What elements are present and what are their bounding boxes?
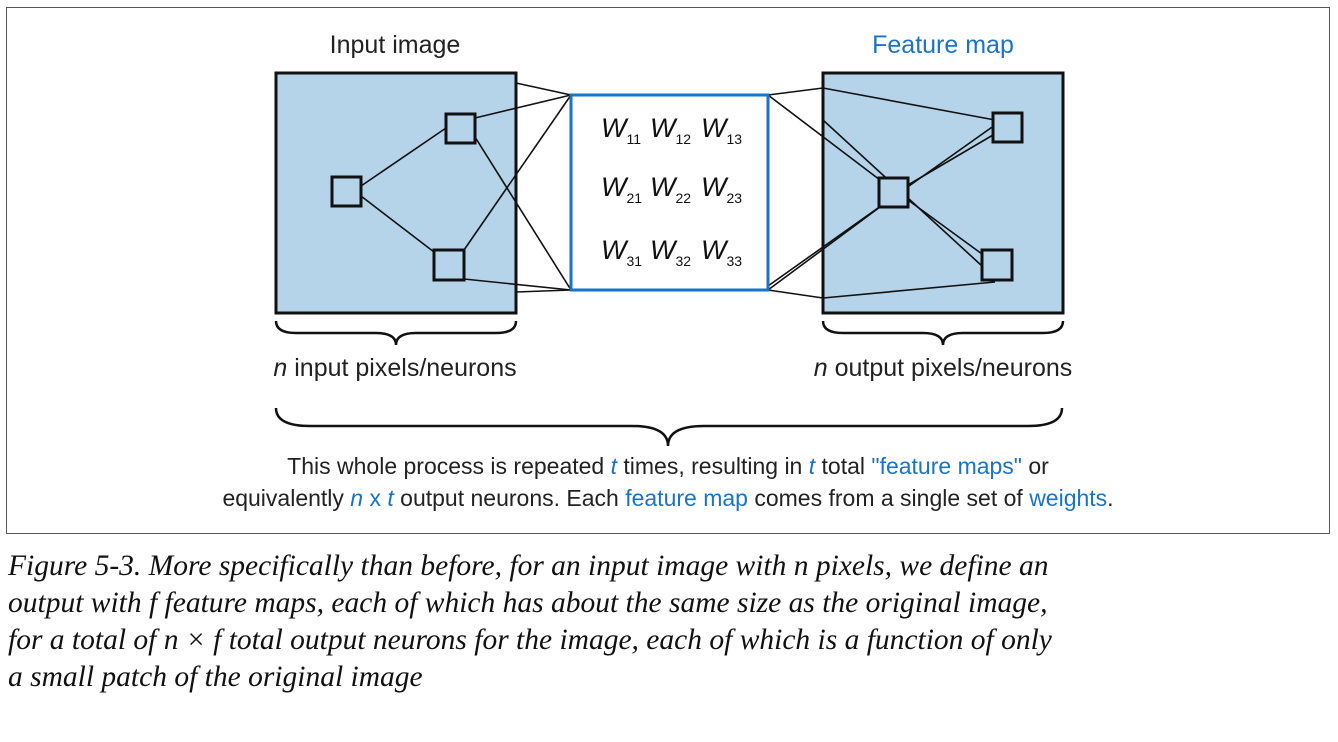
output-count-label: n output pixels/neurons <box>814 354 1073 382</box>
output-brace <box>821 320 1065 346</box>
caption-line-1: Figure 5-3. More specifically than befor… <box>8 550 1049 582</box>
kernel-weights-grid: W11 W12 W13 W21 W22 W23 W31 W32 W33 <box>601 113 742 269</box>
weight-w11: W11 <box>601 113 641 147</box>
output-neuron-top <box>991 111 1024 144</box>
weight-w33: W33 <box>701 235 742 269</box>
caption-line-3: for a total of n × f total output neuron… <box>8 624 1052 656</box>
total-brace <box>274 407 1064 447</box>
output-neuron-center <box>877 176 910 209</box>
input-pixel-left <box>330 175 363 208</box>
weight-w31: W31 <box>601 235 642 269</box>
input-brace <box>274 320 518 346</box>
feature-map-panel <box>821 71 1065 315</box>
caption-line-2: output with f feature maps, each of whic… <box>8 587 1048 619</box>
input-image-title: Input image <box>330 31 461 59</box>
input-image-panel <box>274 71 518 315</box>
feature-map-title: Feature map <box>872 31 1014 59</box>
explanation-line-1: This whole process is repeated t times, … <box>287 453 1049 479</box>
weight-w12: W12 <box>650 113 691 147</box>
weight-w13: W13 <box>701 113 742 147</box>
output-neuron-bottom <box>980 248 1014 282</box>
figure-caption: Figure 5-3. More specifically than befor… <box>8 548 1334 696</box>
input-count-label: n input pixels/neurons <box>273 354 516 382</box>
convolution-diagram: Input image Feature map <box>222 31 1113 511</box>
weight-w22: W22 <box>650 172 691 206</box>
input-pixel-bottom <box>432 248 466 282</box>
weight-w23: W23 <box>701 172 742 206</box>
input-pixel-top <box>444 112 477 145</box>
kernel-weights-box <box>569 93 770 292</box>
weight-w21: W21 <box>601 172 642 206</box>
weight-w32: W32 <box>650 235 691 269</box>
caption-line-4: a small patch of the original image <box>8 661 423 693</box>
explanation-line-2: equivalently n x t output neurons. Each … <box>222 485 1113 511</box>
